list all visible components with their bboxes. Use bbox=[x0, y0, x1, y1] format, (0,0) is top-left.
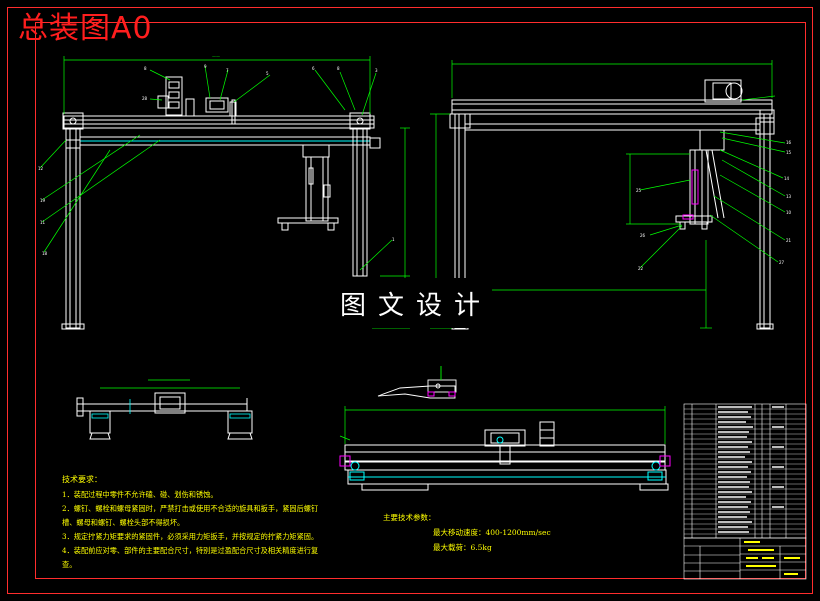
svg-text:8: 8 bbox=[337, 66, 340, 71]
svg-text:26: 26 bbox=[640, 233, 646, 238]
svg-text:11: 11 bbox=[40, 220, 46, 225]
front-view-labels: 8 28 9 7 5 6 8 3 12 19 11 18 1 —— bbox=[38, 54, 395, 256]
requirement-item: 3．规定拧紧力矩要求的紧固件，必须采用力矩扳手，并按规定的拧紧力矩紧固。 bbox=[62, 532, 319, 541]
parameter-item: 最大载荷：6.5kg bbox=[433, 543, 492, 552]
section-view bbox=[344, 421, 669, 491]
svg-text:3: 3 bbox=[375, 68, 378, 73]
section-view-dimensions bbox=[339, 406, 666, 444]
requirement-item: 1．装配过程中零件不允许磕、碰、划伤和锈蚀。 bbox=[62, 490, 218, 499]
svg-text:22: 22 bbox=[638, 266, 644, 271]
svg-text:19: 19 bbox=[40, 198, 46, 203]
requirement-item: 2．螺钉、螺栓和螺母紧固时，严禁打击或使用不合适的旋具和扳手，紧固后螺钉槽、螺母… bbox=[62, 504, 319, 527]
parts-list-fill bbox=[718, 406, 784, 533]
detail-gripper bbox=[76, 392, 253, 440]
svg-text:1: 1 bbox=[392, 237, 395, 242]
svg-text:18: 18 bbox=[42, 251, 48, 256]
svg-text:27: 27 bbox=[779, 260, 785, 265]
main-parameters: 主要技术参数： 最大移动速度：400-1200mm/sec 最大载荷：6.5kg bbox=[383, 510, 551, 555]
outer-border bbox=[7, 7, 813, 594]
svg-text:6: 6 bbox=[312, 66, 315, 71]
side-view-accents bbox=[682, 169, 699, 220]
parameter-item: 最大移动速度：400-1200mm/sec bbox=[433, 528, 551, 537]
detail-gripper-accents bbox=[91, 399, 251, 419]
section-view-highlight bbox=[339, 455, 671, 467]
svg-text:13: 13 bbox=[786, 194, 792, 199]
svg-text:——: —— bbox=[212, 54, 220, 59]
svg-text:7: 7 bbox=[226, 68, 229, 73]
svg-text:5: 5 bbox=[266, 71, 269, 76]
side-view-labels: 16 15 14 13 10 21 27 26 22 25 bbox=[636, 140, 792, 271]
svg-text:16: 16 bbox=[786, 140, 792, 145]
watermark: 图文设计 bbox=[340, 278, 492, 328]
requirement-item: 4．装配前应对零、部件的主要配合尺寸，特别是过盈配合尺寸及相关精度进行复查。 bbox=[62, 546, 319, 569]
inner-frame bbox=[35, 22, 806, 579]
main-parameters-heading: 主要技术参数： bbox=[383, 513, 436, 522]
svg-text:12: 12 bbox=[38, 166, 44, 171]
detail-bracket-accents bbox=[427, 391, 456, 397]
title-block bbox=[683, 537, 807, 580]
svg-text:10: 10 bbox=[786, 210, 792, 215]
front-view-dimensions bbox=[39, 56, 410, 329]
detail-bracket bbox=[377, 366, 457, 399]
title-block-text bbox=[744, 541, 800, 575]
svg-text:28: 28 bbox=[142, 96, 148, 101]
drawing-title: 总装图A0 bbox=[18, 11, 153, 46]
side-view bbox=[449, 79, 775, 330]
technical-requirements: 技术要求： 1．装配过程中零件不允许磕、碰、划伤和锈蚀。 2．螺钉、螺栓和螺母紧… bbox=[62, 473, 332, 572]
detail-gripper-dimensions bbox=[100, 379, 240, 389]
svg-text:9: 9 bbox=[204, 64, 207, 69]
front-view bbox=[61, 76, 381, 330]
svg-text:8: 8 bbox=[144, 66, 147, 71]
parts-list-rows bbox=[684, 408, 806, 535]
svg-text:21: 21 bbox=[786, 238, 792, 243]
svg-text:14: 14 bbox=[784, 176, 790, 181]
technical-requirements-heading: 技术要求： bbox=[62, 475, 102, 484]
svg-text:15: 15 bbox=[786, 150, 792, 155]
svg-text:25: 25 bbox=[636, 188, 642, 193]
parts-list bbox=[683, 403, 807, 539]
